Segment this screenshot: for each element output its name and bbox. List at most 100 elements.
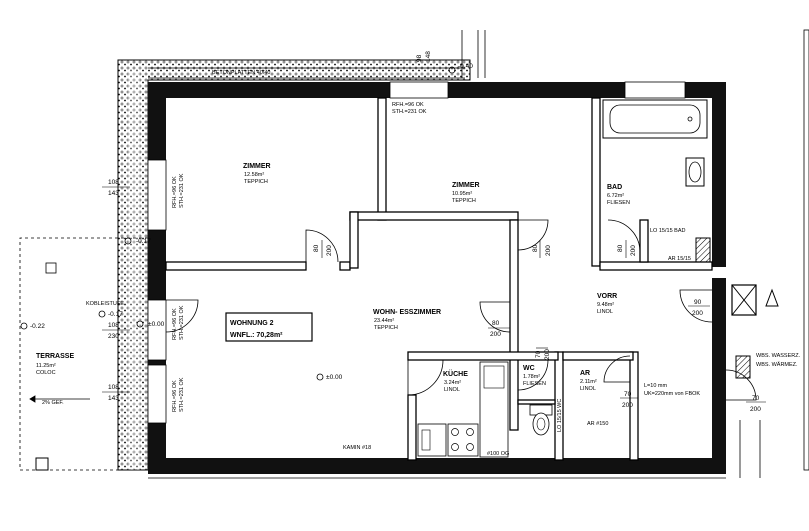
svg-text:LINOL: LINOL [580, 386, 596, 392]
sth-label-left2: STH.=231 OK [179, 305, 185, 340]
window-dims [102, 186, 130, 393]
room-terrasse: TERRASSE 11.25m² COLOC [36, 353, 74, 376]
room-zimmer-2: ZIMMER 10.95m² TEPPICH [452, 182, 480, 204]
paving-line [148, 30, 486, 79]
apartment-title: WOHNUNG 2 [230, 320, 274, 327]
shaft [731, 29, 809, 471]
rfh-label-left: RFH.=96 OK [172, 176, 178, 208]
lo-bad-label: LO 15/15 BAD [650, 228, 685, 234]
svg-text:LINOL: LINOL [597, 309, 613, 315]
luft-label-2: UK=220mm von FBOK [644, 391, 700, 397]
terrace-drain [45, 262, 57, 274]
svg-text:ZIMMER: ZIMMER [243, 163, 271, 170]
door-zimmer2 [517, 219, 549, 251]
svg-text:AR: AR [580, 370, 590, 377]
sth-label-top: STH.=231 OK [392, 109, 427, 115]
room-wohn-esszimmer: WOHN- ESSZIMMER 23.44m² TEPPICH [373, 309, 441, 331]
svg-text:TERRASSE: TERRASSE [36, 353, 74, 360]
washbasin [685, 157, 705, 187]
lower-floor [148, 420, 761, 479]
kamin-label: KAMIN #18 [343, 445, 371, 451]
win-bot-h: 143 [108, 395, 119, 402]
level-017a: -0.17 [136, 238, 151, 245]
level-022: -0.22 [30, 323, 45, 330]
door-entry-w: 90 [694, 299, 702, 306]
win-mid-w: 108 [108, 322, 119, 329]
door-z2-w: 80 [532, 244, 539, 252]
svg-text:12.58m²: 12.58m² [244, 172, 264, 178]
door-right-h: 200 [750, 406, 761, 413]
level-000a: ±0.00 [148, 321, 165, 328]
svg-text:3.24m²: 3.24m² [444, 380, 461, 386]
door-z1-h: 200 [326, 245, 333, 256]
win-top-w: 108 [108, 179, 119, 186]
svg-text:6.72m²: 6.72m² [607, 193, 624, 199]
door-wohn [479, 301, 511, 333]
svg-text:BAD: BAD [607, 184, 622, 191]
door-z2-h: 200 [545, 245, 552, 256]
level-markers [20, 66, 456, 381]
door-bad-w: 80 [617, 244, 624, 252]
room-ar: AR 2.11m² LINOL [580, 370, 597, 392]
room-zimmer-1: ZIMMER 12.58m² TEPPICH [243, 163, 271, 185]
e100-label: #100 OG [487, 451, 509, 457]
interior-walls [165, 97, 713, 461]
ar150-label: AR #150 [587, 421, 608, 427]
level-000b: ±0.00 [326, 374, 343, 381]
sth-label-left3: STH.=231 OK [179, 377, 185, 412]
door-ar-w: 70 [624, 391, 632, 398]
door-zimmer1 [305, 229, 339, 263]
wasserz-label-1: WBS. WASSERZ. [756, 353, 801, 359]
doors [165, 219, 757, 401]
bad-boiler [695, 237, 711, 263]
apartment-area: WNFL.: 70,28m² [230, 332, 283, 339]
betonplatten-label: BETONPLATTEN 40/40 [212, 70, 271, 76]
top-ref-a: 98 [416, 54, 423, 62]
svg-text:TEPPICH: TEPPICH [374, 325, 398, 331]
svg-text:KÜCHE: KÜCHE [443, 369, 468, 378]
svg-text:LINOL: LINOL [444, 387, 460, 393]
svg-text:COLOC: COLOC [36, 370, 56, 376]
svg-text:9.48m²: 9.48m² [597, 302, 614, 308]
svg-text:FLIESEN: FLIESEN [607, 200, 630, 206]
svg-text:FLIESEN: FLIESEN [523, 381, 546, 387]
door-wohn-h: 200 [490, 331, 501, 338]
wasserz-label-2: WBS. WÄRMEZ. [756, 361, 798, 368]
left-windows [147, 159, 167, 424]
door-entry-h: 200 [692, 310, 703, 317]
rfh-label-top: RFH.=96 OK [392, 102, 424, 108]
svg-text:2.11m²: 2.11m² [580, 379, 597, 385]
luft-label-1: L=10 mm [644, 383, 667, 389]
win-top-h: 143 [108, 190, 119, 197]
win-mid-h: 230 [108, 333, 119, 340]
door-entry [679, 289, 713, 323]
level-017b: -0.17 [108, 311, 123, 318]
door-kuche [407, 359, 444, 396]
room-wc: WC 1.78m² FLIESEN [523, 365, 546, 387]
svg-text:VORR: VORR [597, 293, 617, 300]
kitchen-counter [417, 361, 509, 458]
svg-text:WOHN- ESSZIMMER: WOHN- ESSZIMMER [373, 309, 441, 316]
door-dim-lines [321, 240, 766, 403]
door-wohn-w: 80 [492, 320, 500, 327]
apartment-label-box: WOHNUNG 2 WNFL.: 70,28m² [225, 312, 313, 342]
terrace-slope-arrow [29, 395, 90, 403]
door-ar [603, 355, 631, 383]
top-ref-b: 148 [425, 51, 432, 62]
room-bad: BAD 6.72m² FLIESEN [607, 184, 630, 206]
door-terrace [165, 299, 199, 333]
svg-text:TEPPICH: TEPPICH [452, 198, 476, 204]
kobleitstuf-label: KOBLEISTUFE [86, 301, 124, 307]
door-wc-h: 200 [544, 349, 551, 360]
door-bad [607, 219, 641, 253]
svg-text:ZIMMER: ZIMMER [452, 182, 480, 189]
door-wc [517, 359, 549, 391]
svg-text:1.78m²: 1.78m² [523, 374, 540, 380]
door-right [725, 369, 757, 401]
terrace-corner [35, 457, 49, 471]
gef-label: 2% GEF. [42, 400, 64, 406]
toilet [529, 404, 553, 436]
svg-text:11.25m²: 11.25m² [36, 363, 56, 369]
door-z1-w: 80 [313, 244, 320, 252]
